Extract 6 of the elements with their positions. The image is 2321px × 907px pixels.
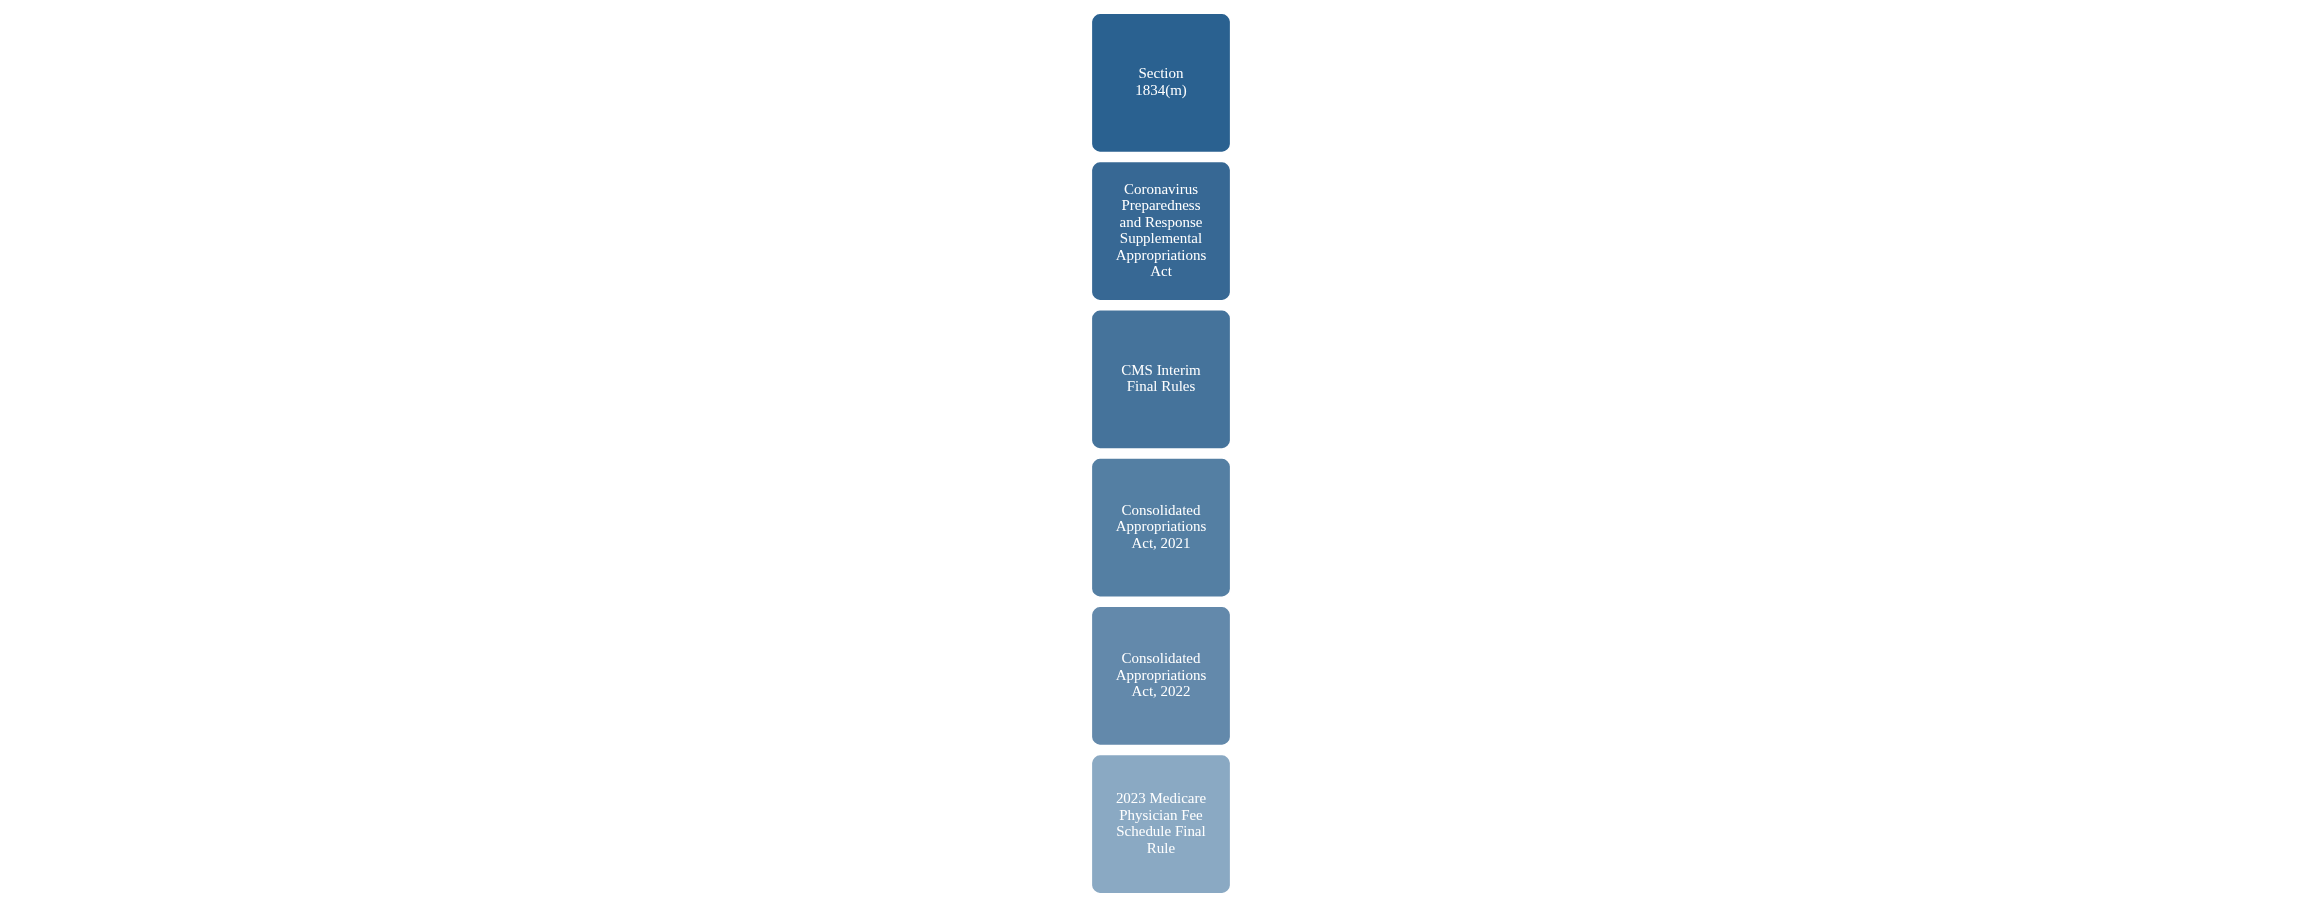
- node-box: CMS Interim Final Rules: [1089, 308, 1232, 451]
- node-box: Consolidated Appropriations Act, 2022: [1089, 604, 1232, 747]
- node-box: 2023 Medicare Physician Fee Schedule Final Rule: [1089, 753, 1232, 896]
- node-box: Consolidated Appropriations Act, 2021: [1089, 456, 1232, 599]
- node-box: Section 1834(m): [1089, 11, 1232, 154]
- node-box: Coronavirus Preparedness and Response Supplemental Appropriations Act: [1089, 160, 1232, 303]
